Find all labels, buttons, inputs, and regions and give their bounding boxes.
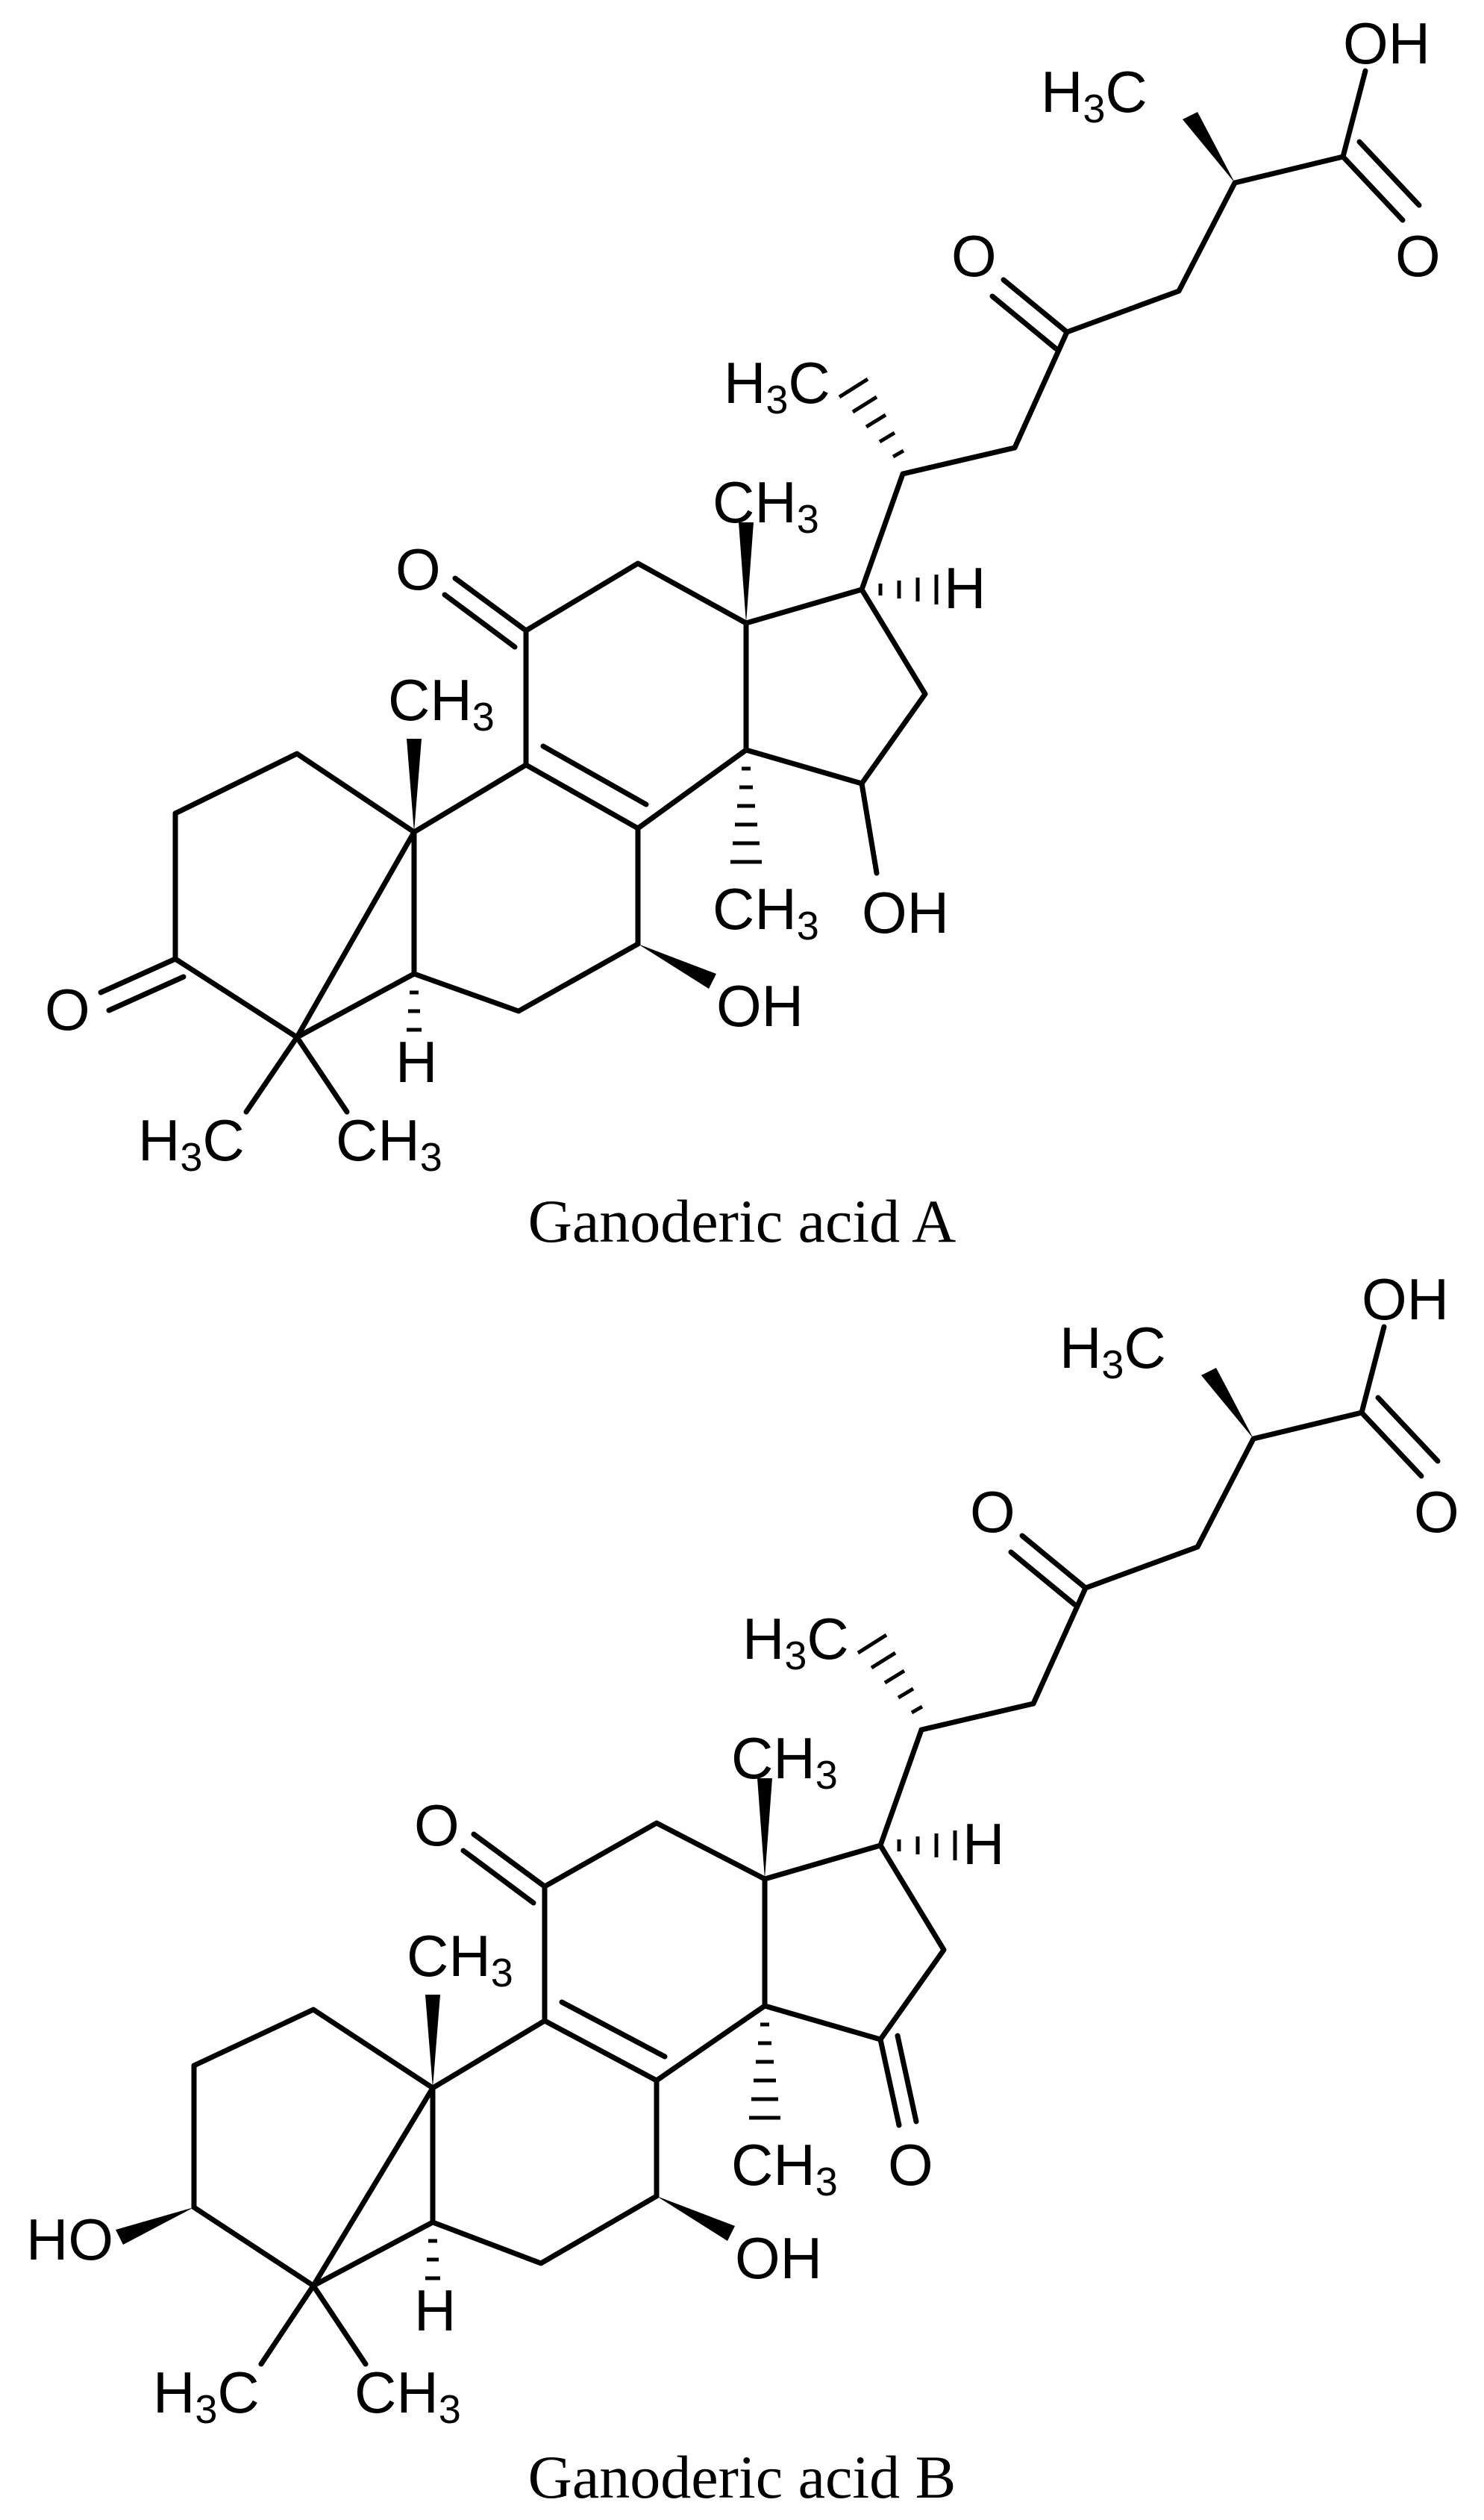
label-c13-methyl: CH3 [731, 1725, 838, 1798]
structure-drawing-a: OH O H3C O H3C CH3 H O CH3 CH3 OH O OH H… [45, 10, 1441, 1180]
caption-ganoderic-acid-a: Ganoderic acid A [527, 1187, 957, 1255]
label-c3-o: O [45, 977, 90, 1042]
label-c14-methyl: CH3 [713, 876, 819, 948]
label-c11-o: O [414, 1792, 460, 1858]
label-chain-methyl: H3C [742, 1606, 849, 1678]
label-c4-methyl-b: CH3 [336, 1107, 442, 1180]
label-c4-methyl-a: H3C [138, 1107, 245, 1180]
hash-c14-methyl [749, 2022, 780, 2120]
hash-c17-h [897, 1830, 957, 1860]
stereo-bonds [116, 1368, 1253, 2280]
label-c17-h: H [944, 555, 986, 621]
label-ketone-o: O [951, 223, 997, 289]
label-acid-oh: OH [1362, 1266, 1449, 1332]
label-acid-methyl: H3C [1059, 1315, 1166, 1387]
structure-drawing-b: OH O H3C O H3C CH3 H O CH3 CH3 O HO OH H… [26, 1266, 1459, 2432]
atom-labels: OH O H3C O H3C CH3 H O CH3 CH3 OH O OH H… [45, 10, 1441, 1180]
label-acid-oh: OH [1343, 10, 1430, 76]
atom-labels: OH O H3C O H3C CH3 H O CH3 CH3 O HO OH H… [26, 1266, 1459, 2432]
label-c15-o: O [888, 2132, 933, 2198]
label-c15-oh: OH [862, 880, 949, 945]
hash-c5-h [407, 990, 422, 1032]
label-c10-methyl: CH3 [407, 1923, 513, 1995]
stereo-bonds [407, 112, 1235, 1032]
label-c17-h: H [962, 1811, 1004, 1877]
label-c14-methyl: CH3 [731, 2132, 838, 2204]
label-c10-methyl: CH3 [388, 667, 495, 740]
label-c4-methyl-a: H3C [153, 2360, 260, 2432]
structure-ganoderic-acid-a: OH O H3C O H3C CH3 H O CH3 CH3 OH O OH H… [45, 10, 1441, 1255]
hash-c5-h [425, 2239, 440, 2280]
label-c5-h: H [395, 1029, 437, 1095]
hash-c20-methyl [838, 377, 905, 459]
hash-c17-h [878, 575, 939, 604]
label-ketone-o: O [970, 1479, 1015, 1545]
bond-lines [98, 68, 1422, 1115]
structure-ganoderic-acid-b: OH O H3C O H3C CH3 H O CH3 CH3 O HO OH H… [0, 1260, 1484, 2520]
label-c11-o: O [395, 537, 441, 602]
bond-lines [191, 1324, 1441, 2367]
label-c4-methyl-b: CH3 [354, 2360, 461, 2432]
hash-c14-methyl [730, 766, 762, 864]
label-c7-oh: OH [735, 2225, 822, 2291]
label-acid-o: O [1395, 223, 1441, 289]
label-c5-h: H [414, 2277, 456, 2343]
hash-c20-methyl [857, 1633, 924, 1715]
label-acid-o: O [1414, 1479, 1459, 1545]
label-c7-oh: OH [716, 973, 804, 1039]
label-chain-methyl: H3C [724, 350, 830, 422]
label-c3-ho: HO [26, 2207, 113, 2272]
label-c13-methyl: CH3 [713, 469, 819, 542]
label-acid-methyl: H3C [1041, 59, 1148, 131]
caption-ganoderic-acid-b: Ganoderic acid B [527, 2443, 957, 2511]
